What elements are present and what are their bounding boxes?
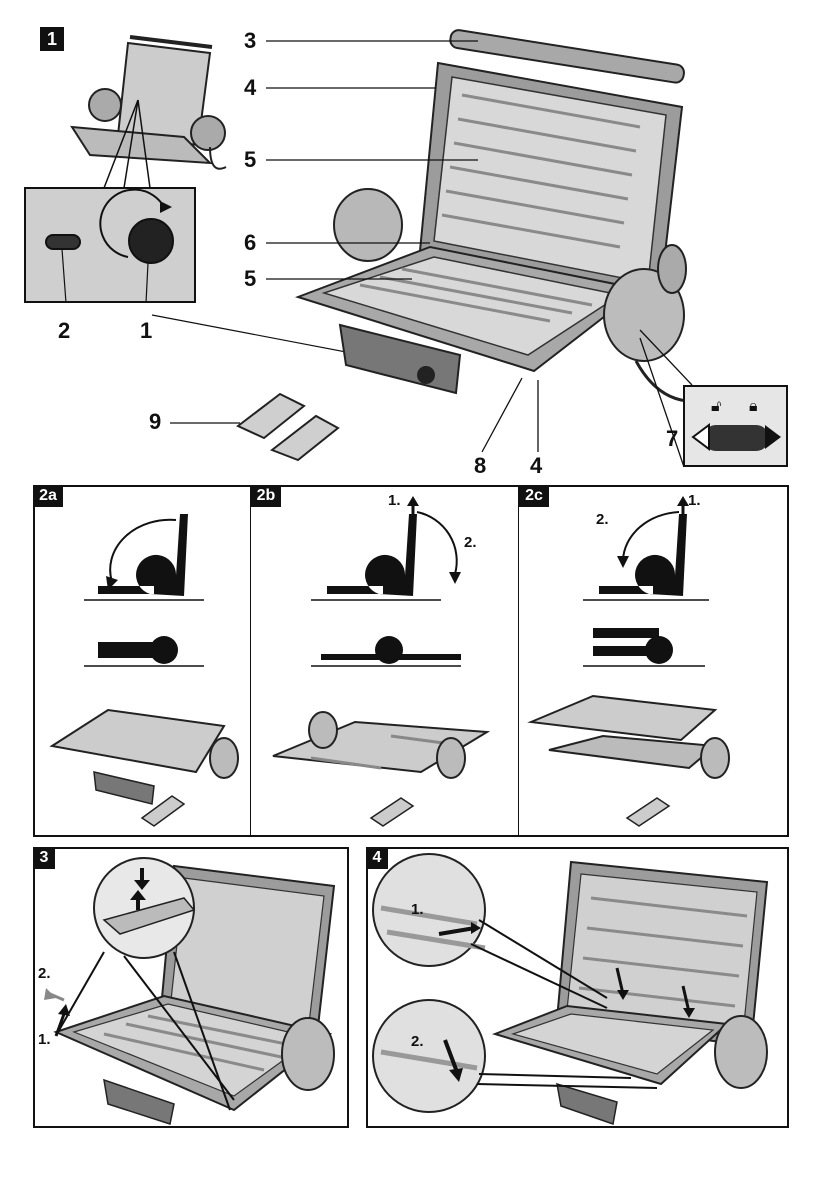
callout-upper-plate: 5 <box>244 149 256 171</box>
figure-4-drawing <box>367 848 788 1127</box>
2a-grill-closed <box>52 710 224 772</box>
callout-lid-hinge: 4 <box>244 77 256 99</box>
callout-temperature-dial: 1 <box>140 320 152 342</box>
figure-2a-drawings <box>34 500 250 836</box>
figure-3-step-1: 1. <box>38 1032 51 1047</box>
figure-4-step-1: 1. <box>411 902 424 917</box>
2c-lower-arrow <box>623 512 679 560</box>
figure-3-step-2: 2. <box>38 966 51 981</box>
2c-grill-raised <box>531 696 715 740</box>
figure-2c-step-2: 2. <box>596 512 609 527</box>
callout-lower-plate: 5 <box>244 268 256 290</box>
figure-2b-step-1: 1. <box>388 493 401 508</box>
figure-2c-step-1: 1. <box>688 493 701 508</box>
2c-side-view <box>599 514 687 596</box>
figure-4-step-2: 2. <box>411 1034 424 1049</box>
callout-handle: 3 <box>244 30 256 52</box>
figure-2c-drawings <box>519 500 789 836</box>
figure-1-callout-lines <box>0 0 840 480</box>
callout-plate-lock: 6 <box>244 232 256 254</box>
callout-plate-release: 4 <box>530 455 542 477</box>
callout-mode-switch: 2 <box>58 320 70 342</box>
2b-open-side-view <box>327 514 417 596</box>
figure-2b-drawings <box>251 500 518 836</box>
2b-open-arrow <box>417 512 457 574</box>
figure-2b-step-2: 2. <box>464 535 477 550</box>
callout-drip-trays: 9 <box>149 411 161 433</box>
figure-3-drawing <box>34 848 348 1127</box>
callout-opening-lock: 7 <box>666 428 678 450</box>
callout-drip-tray-slot: 8 <box>474 455 486 477</box>
